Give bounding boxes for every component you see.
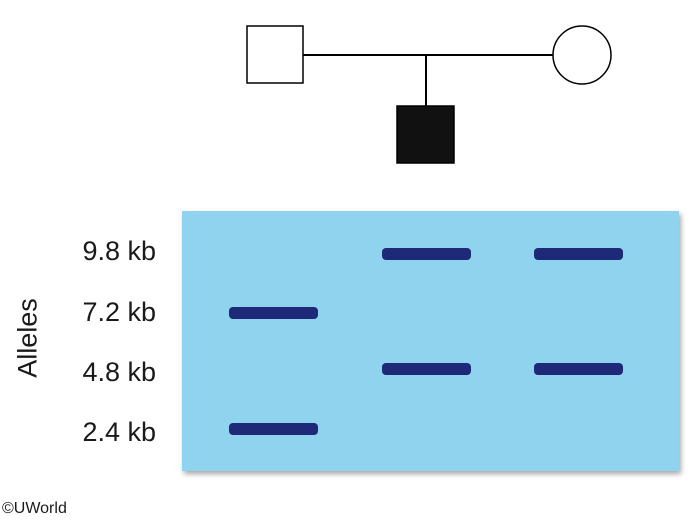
pedigree-chart (246, 25, 612, 164)
band-son-4-8 (534, 363, 623, 375)
southern-blot-gel (182, 211, 679, 471)
band-mother-4-8 (382, 363, 471, 375)
son-symbol-affected (396, 105, 455, 164)
band-mother-9-8 (382, 248, 471, 260)
copyright-text: ©UWorld (2, 500, 67, 517)
father-symbol (246, 25, 304, 84)
band-son-9-8 (534, 248, 623, 260)
size-label-7-2: 7.2 kb (82, 297, 156, 327)
band-father-7-2 (229, 307, 318, 319)
size-label-9-8: 9.8 kb (82, 236, 156, 266)
band-father-2-4 (229, 423, 318, 435)
mother-symbol (552, 25, 612, 85)
size-label-2-4: 2.4 kb (82, 417, 156, 447)
size-label-4-8: 4.8 kb (82, 357, 156, 387)
alleles-axis-label: Alleles (12, 298, 43, 378)
